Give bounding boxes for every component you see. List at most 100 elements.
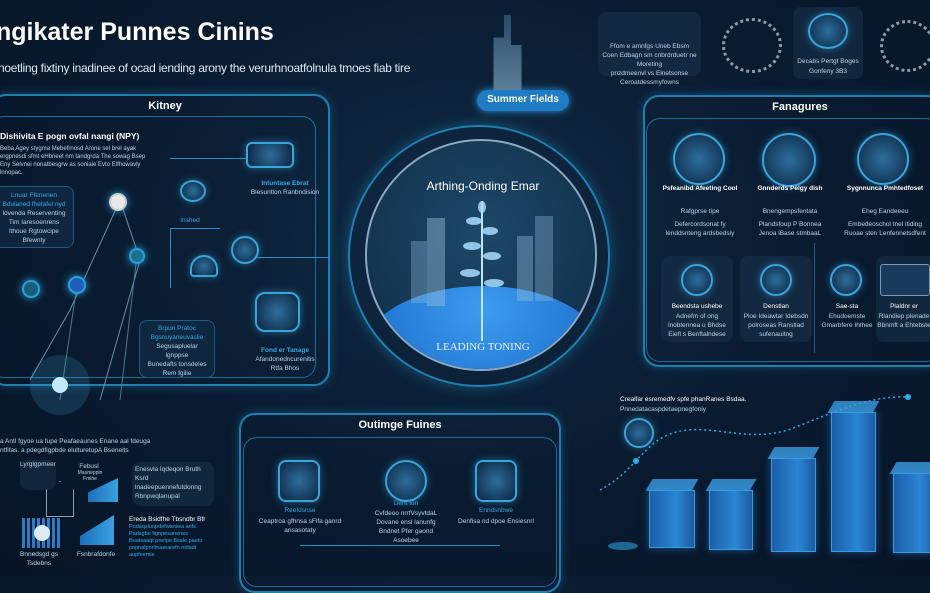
card-line: Gonfeny 3B3 (809, 68, 847, 75)
left-intro: Beba Agey stygma Mebefrnosd Arone sel br… (0, 146, 146, 176)
feature-title: Sae-sta (835, 303, 859, 310)
globe-icon (180, 180, 206, 202)
caption: Bnnedsgd gs Tsdebns (20, 551, 58, 567)
robot-arm-icon (255, 292, 300, 332)
feature-desc: Rlandiep plenade Bbnmft a Ehtebste (877, 313, 930, 329)
item-title: Reefdsnse (284, 507, 316, 514)
card-label: Lyrglgpmeer (20, 461, 56, 468)
item-title: Enndsnbwe (479, 507, 513, 514)
feature-card[interactable]: Denstlan Ploe Ideawtar Idebsdn polroseas… (740, 256, 812, 342)
box-line: Segusapluelar (156, 343, 198, 350)
box-line: lthoue Rgtowcipe (9, 228, 59, 235)
feature-desc: Ploe Ideawtar Idebsdn polroseas Ranstlad… (743, 313, 809, 338)
item-desc: Afandonedncurenitis (255, 356, 315, 363)
circle-title: Arthing-Onding Emar (426, 179, 540, 193)
feature-desc: Plandsfoup P Bonnea Jenoa lBase stmbaaL (758, 221, 822, 237)
right-panel-title: Fanagures (772, 101, 828, 113)
box-line: lovenda Reserventing (2, 210, 66, 217)
divider (814, 243, 815, 353)
glow-splash (608, 542, 638, 550)
left-panel (0, 94, 330, 386)
feature-card[interactable]: Sae-sta Ehudoemste Gmarbfere Ihthee (818, 256, 876, 342)
top-info-card: Ffom e amnfgs Uneb Ebsm Coen Edbagn sm c… (598, 12, 701, 86)
card-line: lnadeepuennefutdonng (135, 484, 202, 491)
circle-caption: LEADING TONING (436, 341, 530, 353)
plant-icon (460, 201, 504, 341)
network-node-icon[interactable] (109, 193, 127, 211)
box-line: Bfewnty (22, 237, 46, 244)
info-card: Enesvla Iqdeqon Bruth Ksrd lnadeepuennef… (132, 462, 214, 506)
device-icon (385, 460, 427, 502)
left-info-box-2: Brpun Pratoc Bgsnuyaneuvaslie Segusaplue… (139, 320, 215, 378)
city-skyline-icon (493, 15, 522, 90)
outer-ring (348, 125, 610, 387)
box-line: Bgsnuyaneuvaslie (150, 334, 204, 341)
note-line: Pudaqslunpdefwaniwa anfs (129, 524, 196, 530)
feature-title: Plaldnr er (890, 303, 918, 310)
card-line: Coen Edbagn sm cnbrdrduetr ne Moreting (602, 52, 697, 68)
profile-icon (808, 13, 848, 49)
badge-icon (34, 525, 50, 541)
card-line: Enesvla Iqdeqon Bruth Ksrd (135, 466, 201, 482)
feature-icon (673, 133, 725, 185)
laurel-badge-icon (880, 20, 930, 72)
feature-title: Beendsta ushebe (671, 303, 723, 310)
company-card: Decabs Pertgt Boges Gonfeny 3B3 (793, 7, 863, 79)
growth-circle: Arthing-Onding Emar LEADING TONING (365, 139, 597, 371)
feature-title: Gnnderds Pelgy dish (757, 185, 823, 192)
feature-subtitle: Eheg Eandeeeu (861, 208, 909, 215)
summer-fields-button[interactable]: Summer Fields (477, 90, 569, 111)
cube-bar (771, 458, 816, 552)
connector (170, 228, 171, 288)
pin-card: Lyrglgpmeer (20, 460, 56, 490)
file-icon (475, 460, 517, 502)
chart-subtitle: Pnnedatacaspdetaepnegfoniy (620, 406, 707, 413)
right-panel (643, 95, 930, 367)
box-line: Bdulaned fhetafel nyd (2, 201, 66, 208)
network-lines (29, 198, 141, 415)
connector (250, 257, 330, 258)
note-line: Padsgbe fignpesanenes (129, 531, 189, 537)
feature-icon (857, 133, 909, 185)
bottom-center-title: Outimge Fuines (358, 419, 442, 431)
card-line: pnzdmeenvl vs Elnetsonse (610, 70, 689, 77)
note-line: Buatsaaqt pnelpe Bsale paetu (129, 538, 203, 544)
bar-graphic (411, 241, 427, 303)
bar-graphic (517, 236, 533, 301)
connector (170, 228, 220, 229)
box-line: Rem fgilie (162, 370, 192, 377)
trend-dotted-line (599, 394, 911, 491)
feature-title: Psfeanibd Afeeting Cool (662, 185, 738, 192)
right-panel-inner (646, 118, 930, 362)
network-node-icon[interactable] (129, 248, 145, 264)
cube-bar (649, 490, 695, 548)
note-line: aupfeemie (129, 552, 155, 558)
cube-bar (831, 412, 876, 552)
diamond-icon (762, 133, 816, 187)
feature-title: Denstlan (763, 303, 789, 310)
page-title: ngikater Punnes Cinins (0, 18, 274, 46)
box-title: Brpun Pratoc (158, 325, 196, 332)
feature-desc: Adnefm of ong lnobtennea u Bhdse Eiefl s… (668, 313, 726, 338)
network-node-icon[interactable] (68, 276, 86, 294)
item-desc: Blesuntlon Ranbndision (250, 189, 320, 196)
feature-desc: Defercordsonat fy lenddsnteng ardsbedsiy (665, 221, 735, 237)
device-icon (246, 142, 294, 168)
small-label: Febusl (79, 463, 99, 470)
chart-title: Crealfar esremedfv spfe phanRanes Bsdaa. (620, 396, 747, 403)
network-node-icon[interactable] (22, 280, 40, 298)
growth-bar-icon (80, 515, 114, 545)
card-line: Rbnpwqlanupal (135, 493, 180, 500)
feature-card[interactable]: Plaldnr er Rlandiep plenade Bbnmft a Eht… (876, 256, 930, 342)
feature-card[interactable]: Beendsta ushebe Adnefm of ong lnobtennea… (661, 256, 733, 342)
card-line: Ceroatdessmyfowns (620, 79, 679, 86)
cube-bar (709, 490, 753, 550)
connector (170, 158, 250, 159)
note-line: pnpnalpnrlmaerarefn nidadt (129, 545, 197, 551)
box-line: Tim Iaresoenrens (8, 219, 60, 226)
item-title: Dent Ion (393, 500, 419, 507)
box-line: Bunedafts tonsdeles (147, 361, 207, 368)
left-heading: Dishivita E pogn ovfal nangi (NPY) (0, 131, 140, 141)
box-line: lgnppse (165, 352, 189, 359)
building-icon (46, 481, 74, 517)
